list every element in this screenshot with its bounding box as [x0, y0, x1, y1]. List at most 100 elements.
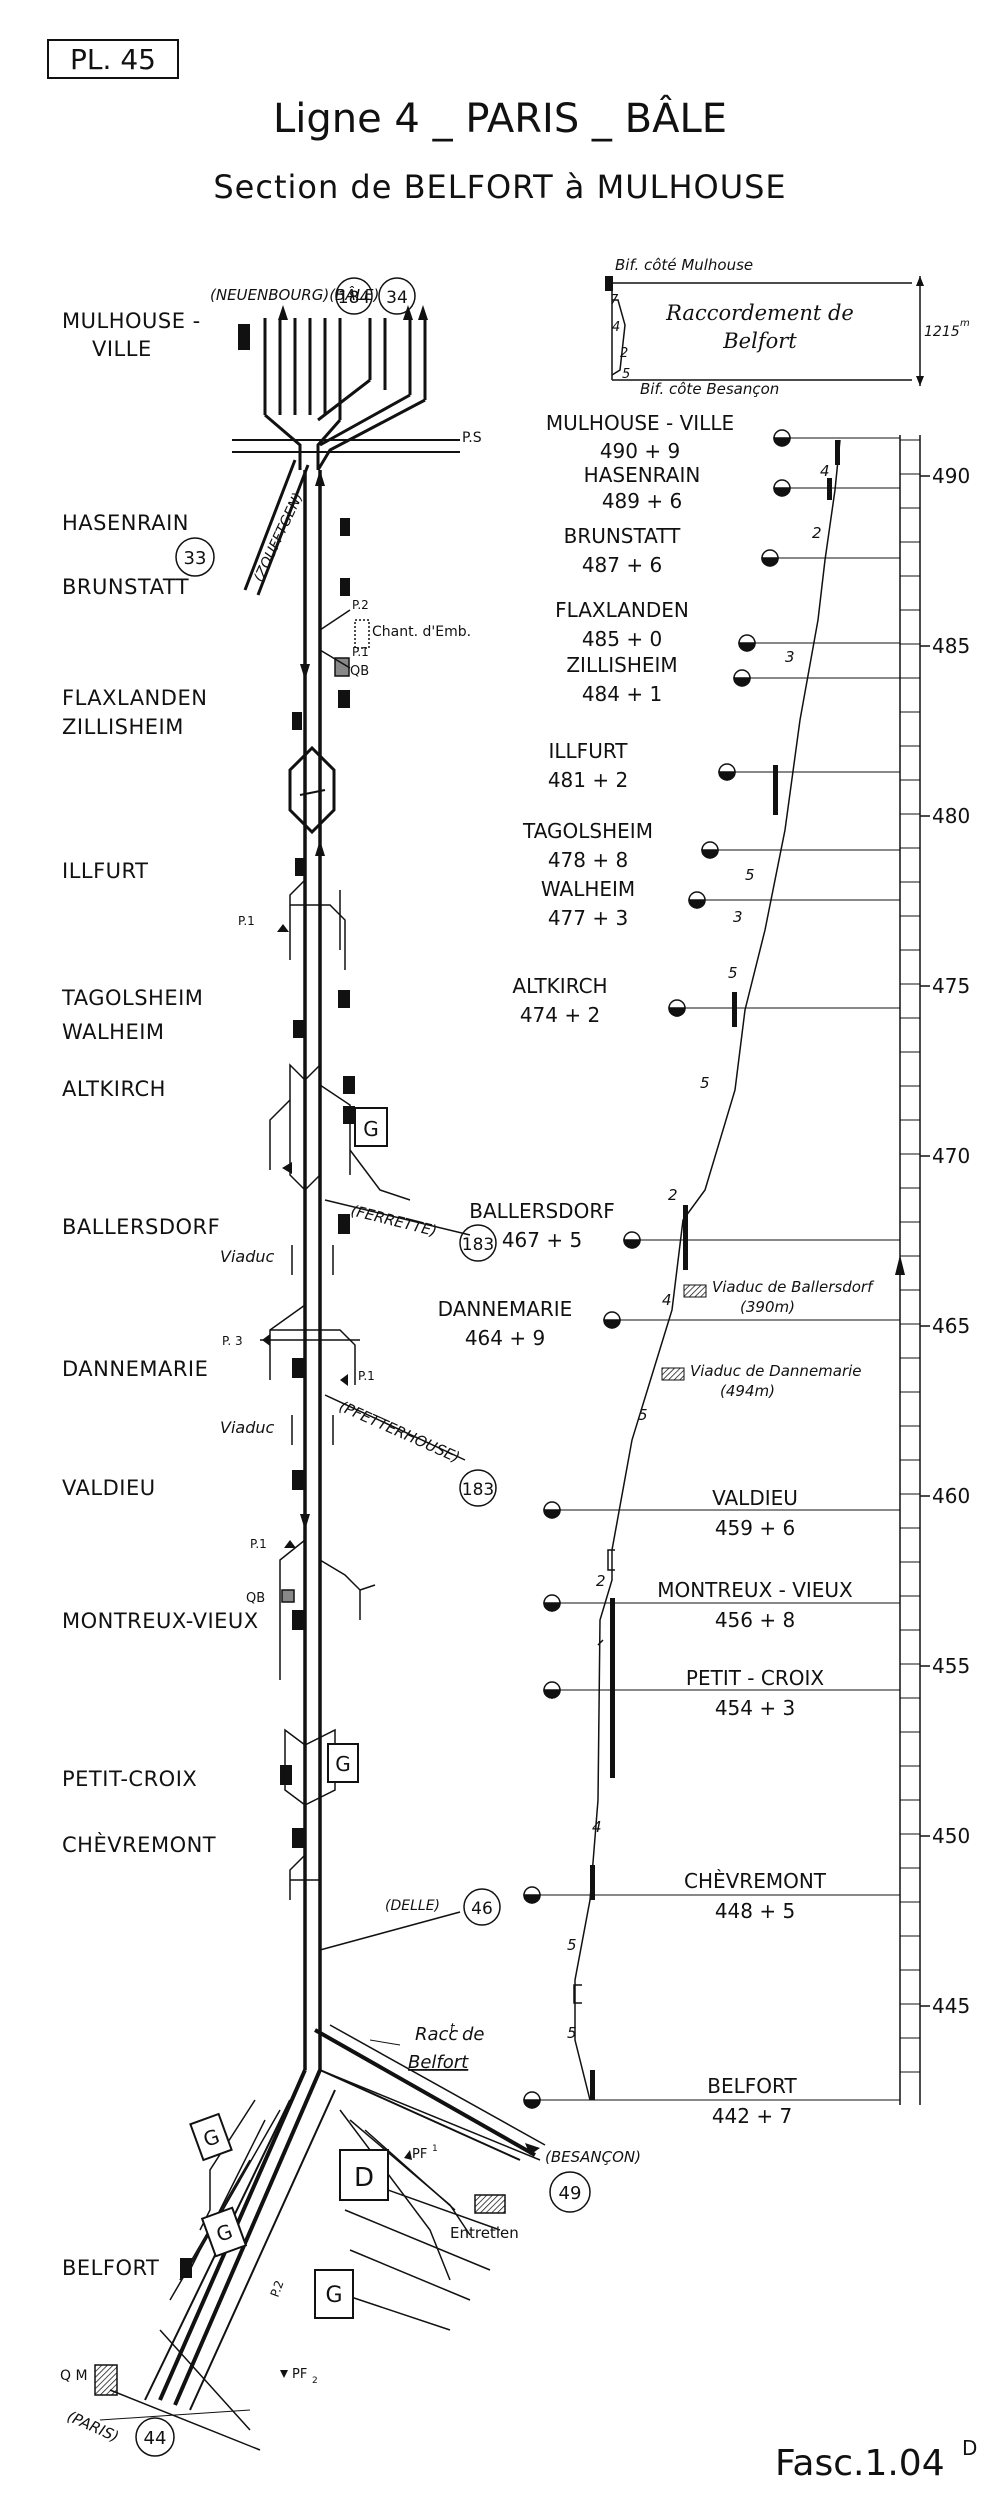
label-entretien: Entretien — [450, 2224, 519, 2242]
pk-marker-fill — [773, 437, 791, 447]
grade-9: 4 — [662, 1291, 672, 1309]
pt-belfort-pk: 442 + 7 — [712, 2104, 792, 2128]
header: PL. 45 Ligne 4 _ PARIS _ BÂLE Section de… — [47, 39, 786, 206]
station-altkirch: ALTKIRCH — [62, 1077, 166, 1101]
racc-top: Bif. côté Mulhouse — [615, 256, 753, 274]
profile-grades: 4 2 3 5 3 5 5 2 4 5 2 4 5 5 — [567, 462, 830, 2042]
pk-marker-fill — [668, 1007, 686, 1017]
pt-dannemarie: DANNEMARIE — [438, 1297, 573, 1321]
km-scale-ticks — [900, 439, 930, 2073]
racc-grade-2: 4 — [612, 320, 620, 335]
pk-markers — [523, 429, 791, 2109]
station-valdieu: VALDIEU — [62, 1476, 156, 1500]
pt-montreux-vieux-pk: 456 + 8 — [715, 1608, 795, 1632]
pk-marker-fill — [523, 1894, 541, 1904]
profile-viaducts: Viaduc de Ballersdorf (390m) Viaduc de D… — [661, 1278, 875, 1400]
label-p1d: P.1 — [250, 1537, 267, 1551]
label-p1a: P.1 — [352, 645, 369, 659]
viaduc-ballersdorf-len: (390m) — [740, 1298, 795, 1316]
pt-altkirch-pk: 474 + 2 — [520, 1003, 600, 1027]
grade-8: 2 — [668, 1186, 678, 1204]
label-p1c: P.1 — [358, 1369, 375, 1383]
racc-length-unit: m — [960, 318, 970, 329]
pk-marker-fill — [523, 2099, 541, 2109]
label-g5: G — [325, 2283, 342, 2308]
station-mulhouse: MULHOUSE - — [62, 309, 201, 333]
conn-paris-label: (PARIS) — [64, 2407, 121, 2446]
profile-level-bars — [590, 440, 840, 2100]
grade-2: 2 — [812, 524, 822, 542]
conn-ferrette-num: 183 — [462, 1235, 494, 1255]
grade-13: 5 — [567, 1936, 577, 1954]
station-walheim: WALHEIM — [62, 1020, 165, 1044]
label-qm: Q M — [60, 2368, 88, 2384]
station-flaxlanden: FLAXLANDEN — [62, 686, 207, 710]
km-445: 445 — [932, 1994, 970, 2018]
pk-marker-fill — [773, 487, 791, 497]
label-p2: P.2 — [352, 598, 369, 612]
pt-brunstatt: BRUNSTATT — [564, 524, 682, 548]
pt-valdieu: VALDIEU — [712, 1486, 798, 1510]
pt-walheim: WALHEIM — [541, 877, 635, 901]
viaduc-ballersdorf: Viaduc de Ballersdorf — [712, 1278, 875, 1296]
racc-title-1: Raccordement de — [665, 301, 854, 325]
label-racc-sup: t — [450, 2021, 456, 2035]
gradient-profile: 490 485 480 475 470 465 460 455 450 445 — [438, 411, 971, 2128]
pt-illfurt: ILLFURT — [549, 739, 629, 763]
station-belfort: BELFORT — [62, 2256, 159, 2280]
label-racc-belfort: Belfort — [408, 2052, 469, 2073]
station-petit-croix: PETIT-CROIX — [62, 1767, 197, 1791]
station-montreux-vieux: MONTREUX-VIEUX — [62, 1609, 259, 1633]
pk-marker-fill — [733, 677, 751, 687]
pt-altkirch: ALTKIRCH — [512, 974, 607, 998]
pt-chevremont-pk: 448 + 5 — [715, 1899, 795, 1923]
pk-marker-fill — [718, 771, 736, 781]
label-g1: G — [363, 1117, 379, 1141]
station-hasenrain: HASENRAIN — [62, 511, 189, 535]
km-490: 490 — [932, 464, 970, 488]
conn-neuenbourg-num2: 34 — [386, 288, 408, 308]
pt-ballersdorf: BALLERSDORF — [469, 1199, 614, 1223]
conn-delle-num: 46 — [471, 1899, 493, 1919]
pt-tagolsheim: TAGOLSHEIM — [522, 819, 653, 843]
label-p2b: P.2 — [268, 2278, 287, 2299]
km-475: 475 — [932, 974, 970, 998]
pk-marker-fill — [738, 642, 756, 652]
km-480: 480 — [932, 804, 970, 828]
pt-belfort: BELFORT — [707, 2074, 797, 2098]
pk-marker-fill — [543, 1509, 561, 1519]
pt-zillisheim-pk: 484 + 1 — [582, 682, 662, 706]
label-chantier: Chant. d'Emb. — [372, 624, 471, 640]
raccordement-inset: Bif. côté Mulhouse 7 4 2 5 Raccordement … — [605, 256, 970, 398]
pk-marker-fill — [623, 1239, 641, 1249]
label-pf2-sup: 2 — [312, 2376, 318, 2386]
pk-marker-fill — [603, 1319, 621, 1329]
mulhouse-platform — [238, 324, 250, 350]
pt-tagolsheim-pk: 478 + 8 — [548, 848, 628, 872]
label-g4: G — [213, 2219, 236, 2247]
conn-pfetterhouse-label: (PFETTERHOUSE) — [336, 1397, 462, 1466]
line-title: Ligne 4 _ PARIS _ BÂLE — [273, 94, 727, 142]
conn-paris-num: 44 — [144, 2428, 167, 2449]
label-racc: Racc — [415, 2024, 458, 2045]
label-pf1-sup: 1 — [432, 2144, 438, 2154]
station-ballersdorf: BALLERSDORF — [62, 1215, 220, 1239]
mulhouse-yard — [263, 318, 427, 471]
label-viaduc1: Viaduc — [220, 1247, 274, 1266]
pt-walheim-pk: 477 + 3 — [548, 906, 628, 930]
racc-bottom: Bif. côte Besançon — [640, 380, 779, 398]
pk-marker-fill — [761, 557, 779, 567]
pt-petit-croix: PETIT - CROIX — [686, 1666, 824, 1690]
belfort-yard — [99, 2069, 501, 2451]
conn-zoufftgen-num: 33 — [184, 548, 207, 569]
racc-grade-4: 5 — [622, 367, 630, 382]
pt-dannemarie-pk: 464 + 9 — [465, 1326, 545, 1350]
viaduc-dannemarie: Viaduc de Dannemarie — [690, 1362, 862, 1380]
pk-marker-fill — [543, 1602, 561, 1612]
grade-4: 5 — [745, 866, 755, 884]
station-illfurt: ILLFURT — [62, 859, 148, 883]
label-p1b: P.1 — [238, 914, 255, 928]
km-460: 460 — [932, 1484, 970, 1508]
grade-12: 4 — [592, 1818, 602, 1836]
